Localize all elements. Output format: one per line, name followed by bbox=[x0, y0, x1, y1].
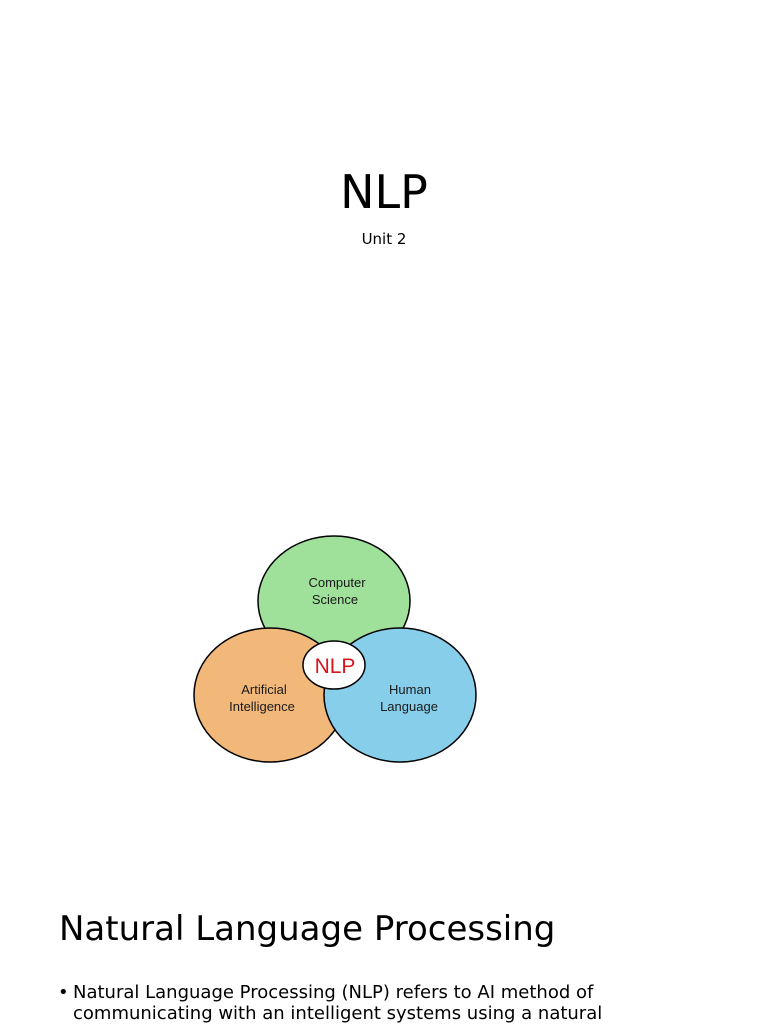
artificial-intelligence-label-line2: Intelligence bbox=[229, 699, 295, 714]
section-heading: Natural Language Processing bbox=[59, 909, 556, 949]
slide-title: NLP bbox=[340, 165, 428, 219]
computer-science-label-line2: Science bbox=[312, 592, 358, 607]
artificial-intelligence-label-line1: Artificial bbox=[241, 682, 287, 697]
nlp-center-label: NLP bbox=[315, 655, 356, 678]
nlp-venn-diagram: Computer Science Artificial Intelligence… bbox=[193, 535, 477, 763]
bullet-text-line1: Natural Language Processing (NLP) refers… bbox=[73, 982, 594, 1003]
nlp-center-circle bbox=[302, 640, 366, 690]
bullet-text-line2: communicating with an intelligent system… bbox=[73, 1003, 603, 1024]
slide-subtitle: Unit 2 bbox=[361, 230, 407, 248]
list-item: • Natural Language Processing (NLP) refe… bbox=[58, 982, 698, 1024]
computer-science-label-line1: Computer bbox=[308, 575, 366, 590]
bullet-icon: • bbox=[58, 982, 69, 1003]
bullet-list: • Natural Language Processing (NLP) refe… bbox=[58, 982, 698, 1024]
human-language-label-line1: Human bbox=[389, 682, 431, 697]
human-language-label-line2: Language bbox=[380, 699, 438, 714]
